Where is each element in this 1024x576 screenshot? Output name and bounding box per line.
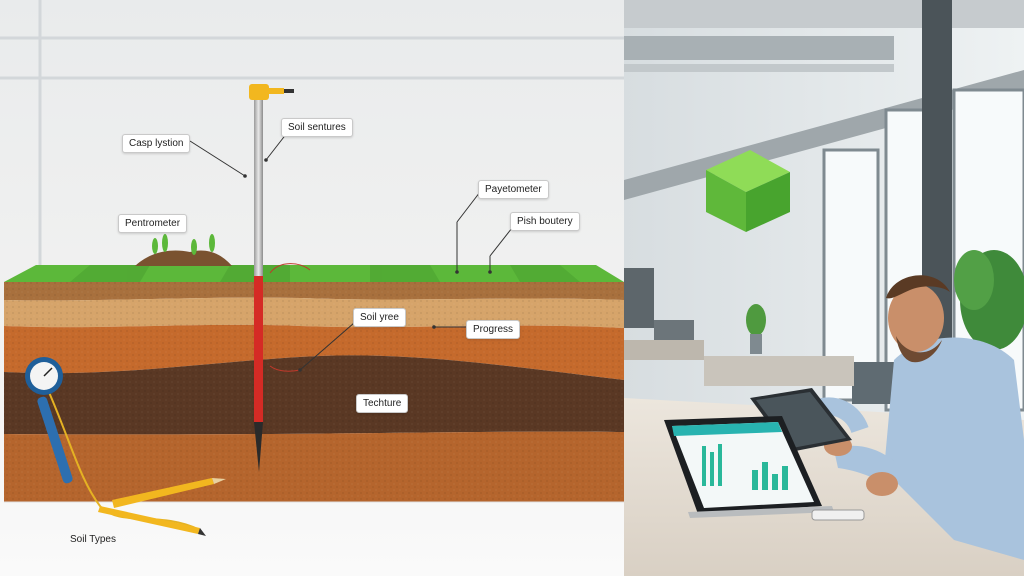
callout-casp-lystion: Casp lystion (122, 134, 191, 153)
soil-probe[interactable] (249, 84, 294, 472)
callout-payetometer: Payetometer (478, 180, 549, 199)
tablet-icon (750, 388, 852, 452)
callout-pentrometer: Pentrometer (118, 214, 188, 233)
office-scene-panel (624, 0, 1024, 576)
label-soil-types: Soil Types (70, 534, 116, 545)
plant (746, 250, 1024, 354)
office-photo (624, 0, 1024, 576)
callout-techture: Techture (356, 394, 409, 413)
callout-soil-yree: Soil yree (353, 308, 406, 327)
soil-diagram-panel: Casp lystion Soil sentures Payetometer P… (0, 0, 624, 576)
soil-cross-section (0, 0, 624, 536)
person (809, 275, 1024, 560)
callout-lines (189, 132, 513, 372)
callout-soil-sentures: Soil sentures (281, 118, 353, 137)
ceiling-lines (0, 0, 624, 280)
callout-dots (243, 158, 492, 372)
cube-icon (706, 150, 790, 232)
probe-handle (249, 84, 269, 100)
grass-surface (4, 265, 624, 282)
callout-pish-boutery: Pish boutery (510, 212, 580, 231)
plant-mound (135, 234, 232, 266)
desk-tablet (664, 416, 865, 521)
soil-texture (4, 282, 624, 502)
pencil-icon (98, 478, 226, 536)
callout-progress: Progress (466, 320, 521, 339)
